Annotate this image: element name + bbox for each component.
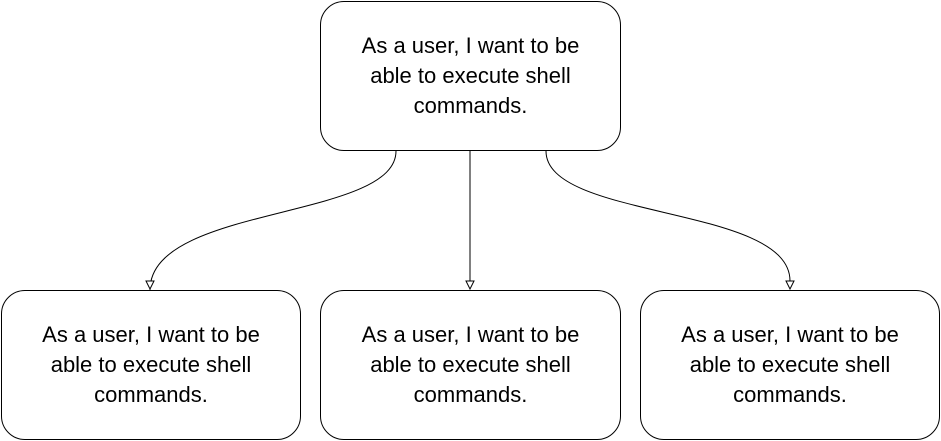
child-story-text-right: As a user, I want to be able to execute … [681, 320, 899, 410]
child-story-right-line-1: As a user, I want to be [681, 322, 899, 347]
root-story-line-2: able to execute shell [370, 63, 571, 88]
child-story-center-line-1: As a user, I want to be [361, 322, 580, 347]
arrowhead-center [465, 280, 475, 291]
child-story-right-line-2: able to execute shell [689, 352, 891, 377]
child-story-left-line-2: able to execute shell [50, 352, 252, 377]
arrowhead-right [785, 280, 795, 291]
child-story-node-right: As a user, I want to be able to execute … [640, 290, 940, 440]
child-story-node-center: As a user, I want to be able to execute … [320, 290, 621, 440]
child-story-left-line-1: As a user, I want to be [42, 322, 260, 347]
child-story-right-line-3: commands. [733, 382, 847, 407]
child-story-text-center: As a user, I want to be able to execute … [362, 320, 580, 410]
root-story-text: As a user, I want to be able to execute … [362, 31, 580, 121]
child-story-center-line-2: able to execute shell [370, 352, 571, 377]
child-story-node-left: As a user, I want to be able to execute … [1, 290, 301, 440]
child-story-text-left: As a user, I want to be able to execute … [42, 320, 260, 410]
connector-left [149, 150, 397, 291]
root-story-line-1: As a user, I want to be [361, 33, 580, 58]
arrowhead-left [145, 280, 155, 291]
root-story-node: As a user, I want to be able to execute … [320, 1, 621, 151]
child-story-left-line-3: commands. [94, 382, 208, 407]
connector-right [545, 150, 791, 282]
child-story-center-line-3: commands. [413, 382, 528, 407]
root-story-line-3: commands. [413, 93, 528, 118]
